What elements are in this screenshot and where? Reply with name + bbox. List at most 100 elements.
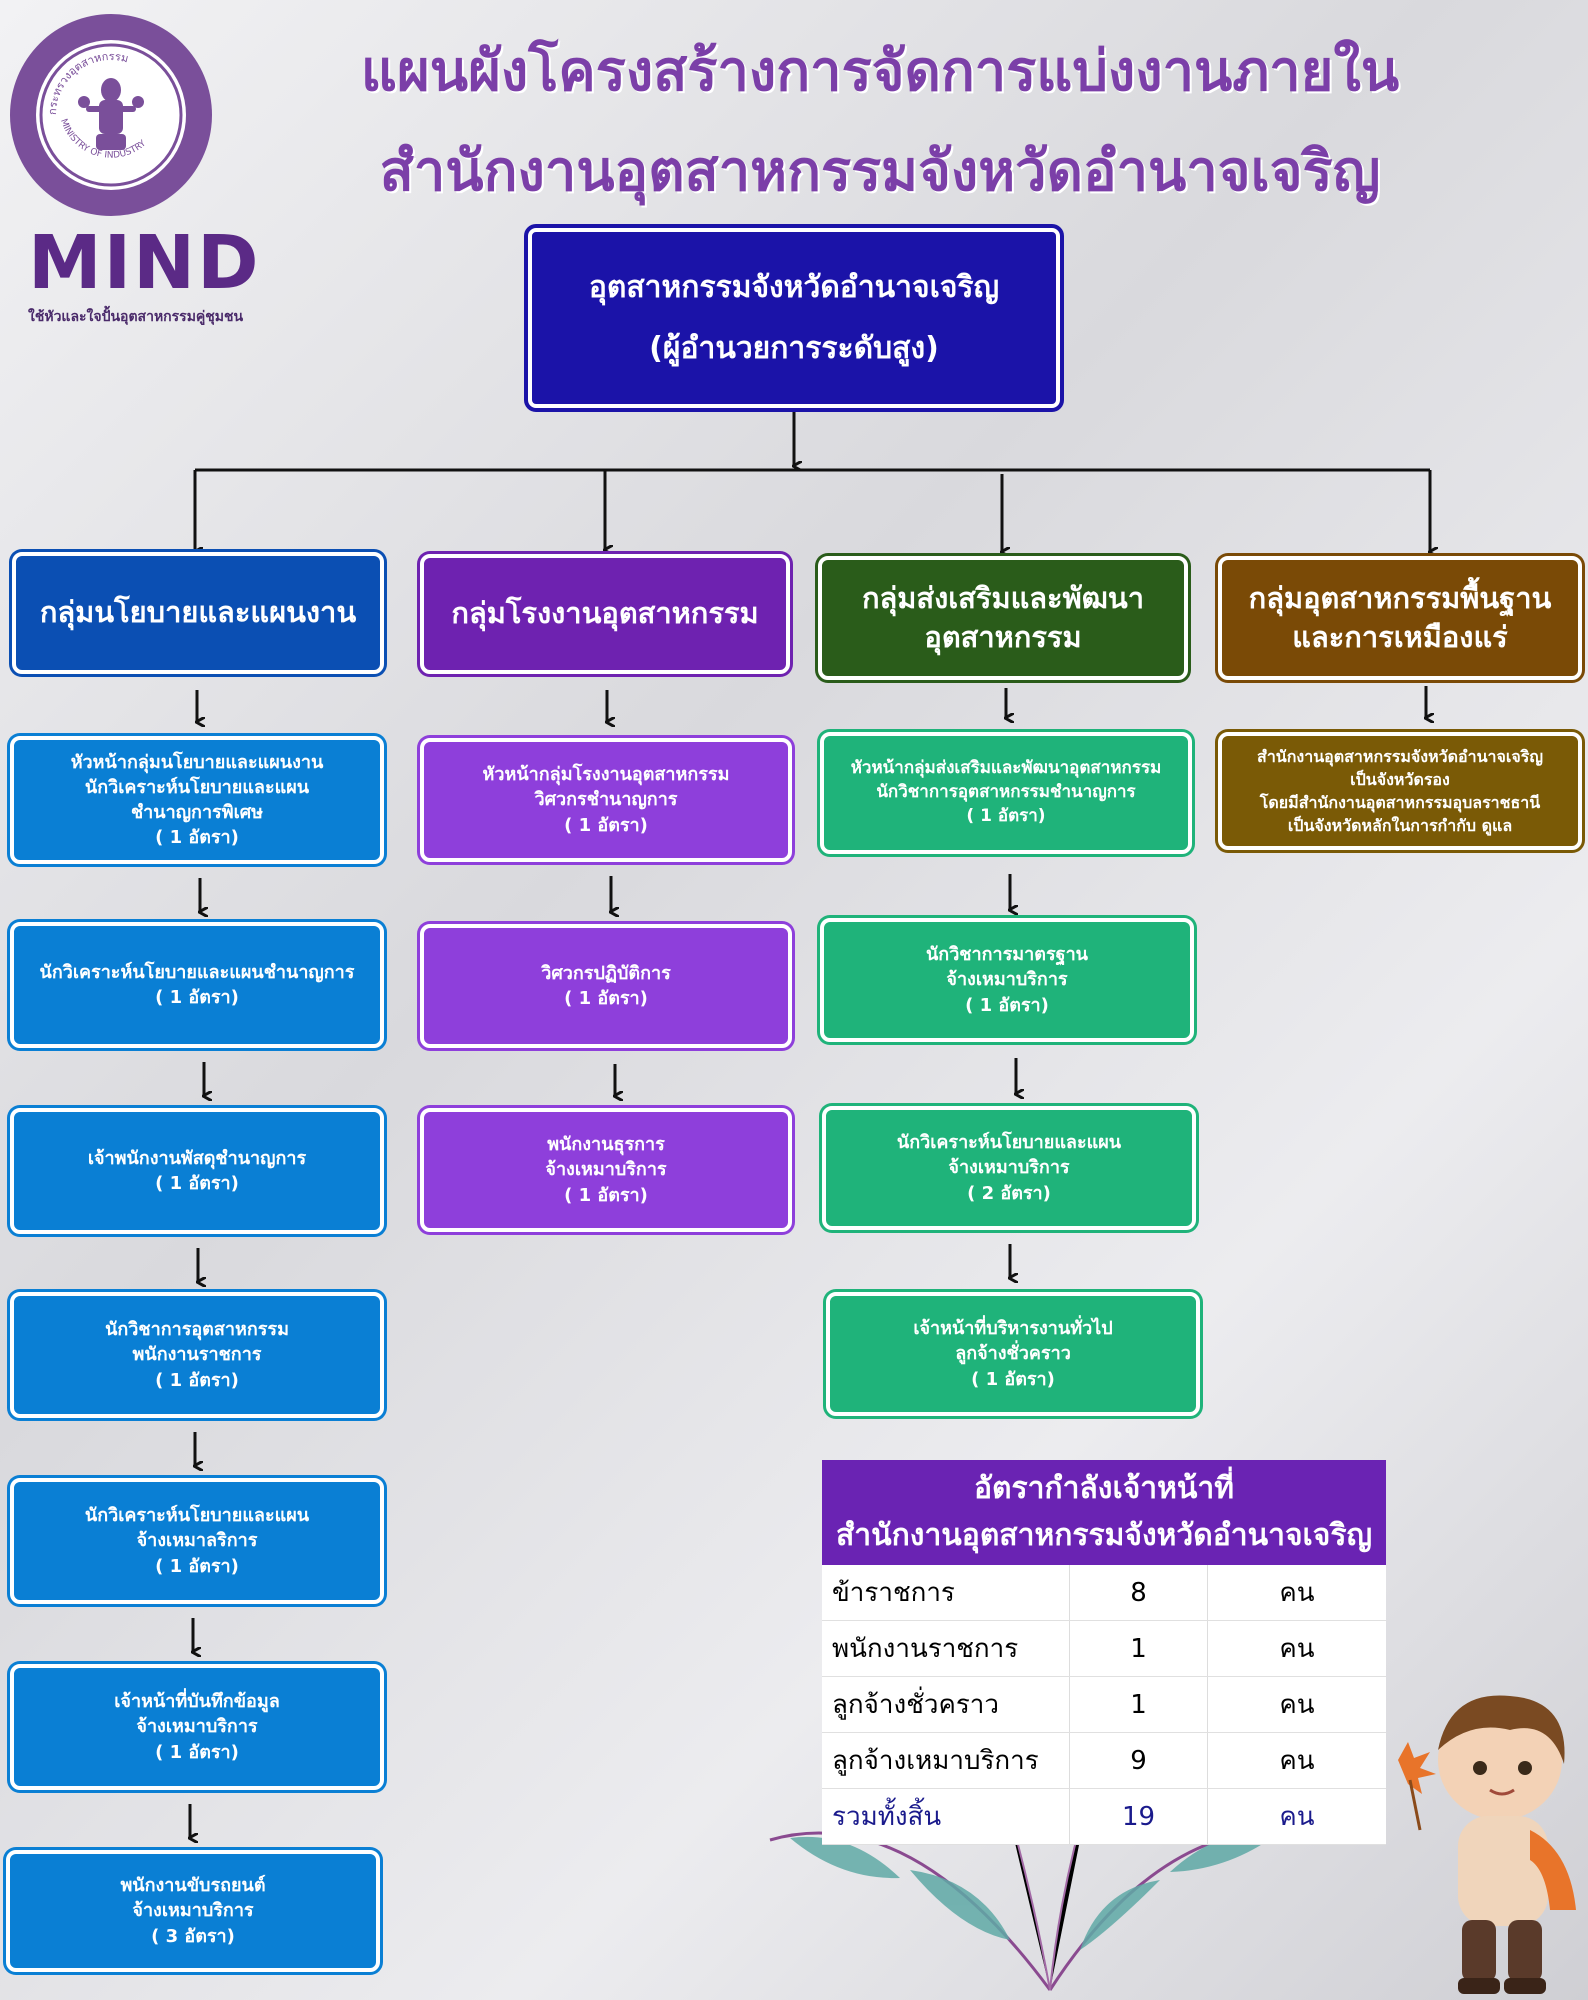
group-header-factory: กลุ่มโรงงานอุตสาหกรรม: [420, 554, 790, 674]
staff-unit: คน: [1279, 1634, 1315, 1664]
position-text: นักวิชาการอุตสาหกรรม: [105, 1319, 289, 1341]
mind-logo-tagline: ใช้หัวและใจปั้นอุตสาหกรรมคู่ชุมชน: [28, 309, 244, 325]
staff-count: 1: [1070, 1677, 1208, 1732]
position-text: ชำนาญการพิเศษ: [130, 802, 264, 823]
position-quota: ( 1 อัตรา): [155, 987, 239, 1008]
position-quota: ( 1 อัตรา): [971, 1368, 1055, 1390]
position-box-policy-7: พนักงานขับรถยนต์ จ้างเหมาบริการ ( 3 อัตร…: [6, 1850, 380, 1972]
group-header-promotion-label-2: อุตสาหกรรม: [924, 620, 1082, 654]
group-header-promotion-label-1: กลุ่มส่งเสริมและพัฒนา: [861, 580, 1145, 615]
note-text: เป็นจังหวัดรอง: [1350, 769, 1450, 789]
position-quota: ( 1 อัตรา): [155, 1741, 239, 1763]
position-quota: ( 1 อัตรา): [564, 814, 648, 836]
position-quota: ( 2 อัตรา): [967, 1182, 1051, 1204]
position-text: พนักงานขับรถยนต์: [120, 1875, 266, 1897]
table-row-total: รวมทั้งสิ้น 19 คน: [822, 1789, 1386, 1845]
staff-unit: คน: [1279, 1690, 1315, 1720]
position-text: จ้างเหมาบริการ: [136, 1716, 258, 1738]
position-text: วิศวกรปฏิบัติการ: [541, 962, 671, 984]
position-text: หัวหน้ากลุ่มโรงงานอุตสาหกรรม: [482, 764, 730, 786]
director-subtitle: (ผู้อำนวยการระดับสูง): [649, 331, 939, 366]
note-text: โดยมีสำนักงานอุตสาหกรรมอุบลราชธานี: [1259, 793, 1541, 812]
staff-count: 1: [1070, 1621, 1208, 1676]
mind-logo-text: MIND: [28, 220, 261, 306]
position-box-policy-3: เจ้าพนักงานพัสดุชำนาญการ ( 1 อัตรา): [10, 1108, 384, 1234]
staff-count: 8: [1070, 1565, 1208, 1620]
staff-unit: คน: [1279, 1746, 1315, 1776]
position-box-factory-1: หัวหน้ากลุ่มโรงงานอุตสาหกรรม วิศวกรชำนาญ…: [420, 738, 792, 862]
group-header-promotion: กลุ่มส่งเสริมและพัฒนา อุตสาหกรรม: [818, 556, 1188, 680]
position-quota: ( 1 อัตรา): [966, 805, 1046, 826]
position-quota: ( 1 อัตรา): [564, 1184, 648, 1206]
position-quota: ( 1 อัตรา): [965, 994, 1049, 1016]
page-title-line2: สำนักงานอุตสาหกรรมจังหวัดอำนาจเจริญ: [379, 139, 1381, 204]
staff-total-label: รวมทั้งสิ้น: [822, 1789, 1070, 1844]
table-row: ข้าราชการ 8 คน: [822, 1565, 1386, 1621]
position-text: นักวิเคราะห์นโยบายและแผน: [896, 1132, 1122, 1154]
position-box-policy-4: นักวิชาการอุตสาหกรรม พนักงานราชการ ( 1 อ…: [10, 1292, 384, 1418]
staff-table-title-2: สำนักงานอุตสาหกรรมจังหวัดอำนาจเจริญ: [835, 1517, 1373, 1553]
staff-table-title-1: อัตรากำลังเจ้าหน้าที่: [973, 1471, 1235, 1506]
position-text: เจ้าพนักงานพัสดุชำนาญการ: [87, 1147, 307, 1169]
position-quota: ( 3 อัตรา): [151, 1925, 235, 1947]
position-text: จ้างเหมาลริการ: [136, 1530, 258, 1552]
seal-emblem-icon: กระทรวงอุตสาหกรรม MINISTRY OF INDUSTRY: [39, 43, 183, 187]
group-header-policy-label: กลุ่มนโยบายและแผนงาน: [39, 595, 357, 630]
staff-label: ลูกจ้างชั่วคราว: [822, 1677, 1070, 1732]
position-text: วิศวกรชำนาญการ: [534, 789, 678, 811]
position-box-promotion-4: เจ้าหน้าที่บริหารงานทั่วไป ลูกจ้างชั่วคร…: [826, 1292, 1200, 1416]
table-row: ลูกจ้างเหมาบริการ 9 คน: [822, 1733, 1386, 1789]
provincial-director-box: อุตสาหกรรมจังหวัดอำนาจเจริญ (ผู้อำนวยการ…: [524, 224, 1064, 412]
position-text: เจ้าหน้าที่บันทึกข้อมูล: [114, 1691, 280, 1713]
position-box-policy-5: นักวิเคราะห์นโยบายและแผน จ้างเหมาลริการ …: [10, 1478, 384, 1604]
position-text: จ้างเหมาบริการ: [946, 969, 1068, 991]
staff-table-header: อัตรากำลังเจ้าหน้าที่ สำนักงานอุตสาหกรรม…: [822, 1460, 1386, 1565]
position-text: นักวิเคราะห์นโยบายและแผนชำนาญการ: [39, 961, 355, 983]
position-text: นักวิเคราะห์นโยบายและแผน: [84, 776, 310, 798]
position-text: พนักงานราชการ: [132, 1344, 262, 1366]
position-box-policy-2: นักวิเคราะห์นโยบายและแผนชำนาญการ ( 1 อัต…: [10, 922, 384, 1048]
position-text: นักวิชาการอุตสาหกรรมชำนาญการ: [876, 782, 1136, 803]
position-box-policy-1: หัวหน้ากลุ่มนโยบายและแผนงาน นักวิเคราะห์…: [10, 736, 384, 864]
position-text: นักวิเคราะห์นโยบายและแผน: [84, 1505, 310, 1527]
position-quota: ( 1 อัตรา): [155, 827, 239, 849]
staff-label: พนักงานราชการ: [822, 1621, 1070, 1676]
table-row: ลูกจ้างชั่วคราว 1 คน: [822, 1677, 1386, 1733]
position-box-promotion-3: นักวิเคราะห์นโยบายและแผน จ้างเหมาบริการ …: [822, 1106, 1196, 1230]
position-box-promotion-2: นักวิชาการมาตรฐาน จ้างเหมาบริการ ( 1 อัต…: [820, 918, 1194, 1042]
position-text: นักวิชาการมาตรฐาน: [926, 944, 1088, 966]
position-text: จ้างเหมาบริการ: [948, 1157, 1070, 1179]
table-row: พนักงานราชการ 1 คน: [822, 1621, 1386, 1677]
staff-unit: คน: [1279, 1578, 1315, 1608]
note-text: สำนักงานอุตสาหกรรมจังหวัดอำนาจเจริญ: [1257, 746, 1543, 766]
position-text: หัวหน้ากลุ่มนโยบายและแผนงาน: [70, 751, 324, 773]
staff-label: ลูกจ้างเหมาบริการ: [822, 1733, 1070, 1788]
position-quota: ( 1 อัตรา): [155, 1173, 239, 1194]
position-text: ลูกจ้างชั่วคราว: [955, 1343, 1071, 1365]
staff-count-table: อัตรากำลังเจ้าหน้าที่ สำนักงานอุตสาหกรรม…: [822, 1460, 1386, 1845]
staff-label: ข้าราชการ: [822, 1565, 1070, 1620]
cartoon-boy-icon: [1398, 1695, 1576, 1994]
note-text: เป็นจังหวัดหลักในการกำกับ ดูแล: [1287, 816, 1513, 836]
group-header-mining: กลุ่มอุตสาหกรรมพื้นฐาน และการเหมืองแร่: [1218, 556, 1582, 680]
staff-total-count: 19: [1070, 1789, 1208, 1844]
position-box-policy-6: เจ้าหน้าที่บันทึกข้อมูล จ้างเหมาบริการ (…: [10, 1664, 384, 1790]
position-box-promotion-1: หัวหน้ากลุ่มส่งเสริมและพัฒนาอุตสาหกรรม น…: [820, 732, 1192, 854]
position-box-factory-3: พนักงานธุรการ จ้างเหมาบริการ ( 1 อัตรา): [420, 1108, 792, 1232]
position-text: หัวหน้ากลุ่มส่งเสริมและพัฒนาอุตสาหกรรม: [850, 758, 1162, 779]
position-text: จ้างเหมาบริการ: [545, 1159, 667, 1181]
group-header-mining-label-1: กลุ่มอุตสาหกรรมพื้นฐาน: [1248, 580, 1552, 615]
ministry-seal-logo: กระทรวงอุตสาหกรรม MINISTRY OF INDUSTRY: [10, 14, 212, 216]
staff-count: 9: [1070, 1733, 1208, 1788]
position-text: จ้างเหมาบริการ: [132, 1900, 254, 1922]
staff-total-unit: คน: [1279, 1802, 1315, 1832]
position-box-factory-2: วิศวกรปฏิบัติการ ( 1 อัตรา): [420, 924, 792, 1048]
position-box-mining-note: สำนักงานอุตสาหกรรมจังหวัดอำนาจเจริญ เป็น…: [1218, 732, 1582, 850]
group-header-mining-label-2: และการเหมืองแร่: [1292, 620, 1508, 654]
position-quota: ( 1 อัตรา): [155, 1369, 239, 1391]
group-header-factory-label: กลุ่มโรงงานอุตสาหกรรม: [451, 596, 759, 631]
position-quota: ( 1 อัตรา): [564, 988, 648, 1009]
page-title-line1: แผนผังโครงสร้างการจัดการแบ่งงานภายใน: [360, 39, 1400, 104]
position-quota: ( 1 อัตรา): [155, 1555, 239, 1577]
